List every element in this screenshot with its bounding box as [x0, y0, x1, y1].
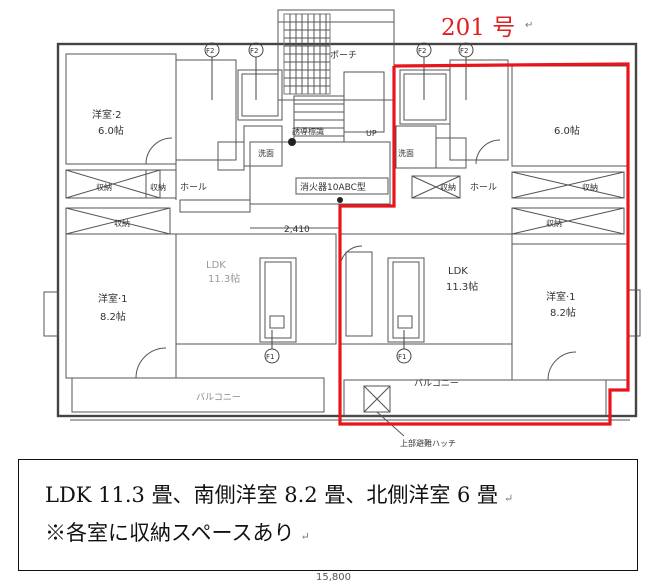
right-hall-label: ホール [470, 182, 497, 193]
dimension-bottom: 15,800 [316, 572, 351, 583]
return-mark: ↵ [300, 530, 310, 543]
right-storage-b: 収納 [582, 182, 598, 192]
left-ldk-size: 11.3帖 [208, 272, 240, 285]
pipe-f1-left: F1 [266, 353, 274, 361]
pipe-f2-d: F2 [460, 47, 468, 55]
left-storage-b: 収納 [150, 182, 166, 192]
caption-line-2: ※各室に収納スペースあり ↵ [45, 516, 637, 554]
dimension-mid: 2,410 [284, 225, 310, 235]
right-south-room-size: 8.2帖 [550, 306, 576, 319]
right-ldk-label: LDK [448, 266, 468, 277]
wash-right-label: 洗面 [398, 148, 414, 158]
pipe-f2-b: F2 [250, 47, 258, 55]
escape-device-label: 誘導標識 [292, 126, 324, 136]
right-south-room-label: 洋室·1 [546, 290, 576, 303]
left-ldk-label: LDK [206, 260, 226, 271]
left-south-room-label: 洋室·1 [98, 292, 128, 305]
caption-text-1: LDK 11.3 畳、南側洋室 8.2 畳、北側洋室 6 畳 [45, 483, 499, 507]
right-storage-c: 収納 [546, 218, 562, 228]
left-south-room-size: 8.2帖 [100, 310, 126, 323]
left-storage-a: 収納 [96, 182, 112, 192]
right-north-room-size: 6.0帖 [554, 124, 580, 137]
left-hall-label: ホール [180, 182, 207, 193]
right-ldk-size: 11.3帖 [446, 280, 478, 293]
left-north-room-size: 6.0帖 [98, 124, 124, 137]
caption-text-2: ※各室に収納スペースあり [45, 521, 295, 545]
unit-201-outline [338, 62, 630, 426]
pipe-f2-c: F2 [418, 47, 426, 55]
hatch-label: 上部避難ハッチ [400, 438, 456, 448]
right-storage-a: 収納 [440, 182, 456, 192]
unit-number-label: 201 号 [441, 15, 516, 41]
pipe-f2-a: F2 [206, 47, 214, 55]
left-storage-c: 収納 [114, 218, 130, 228]
left-north-room-label: 洋室·2 [92, 108, 122, 121]
escape-device-icon [288, 138, 296, 146]
extinguisher-label: 消火器10ABC型 [300, 181, 366, 193]
up-mark: UP [366, 129, 377, 138]
extinguisher-icon [337, 197, 343, 203]
caption-line-1: LDK 11.3 畳、南側洋室 8.2 畳、北側洋室 6 畳 ↵ [45, 478, 637, 516]
return-mark: ↵ [525, 20, 534, 31]
pipe-f1-right: F1 [398, 353, 406, 361]
right-balcony-label: バルコニー [414, 378, 459, 389]
interior-walls [43, 9, 641, 437]
wash-left-label: 洗面 [258, 148, 274, 158]
caption-box: LDK 11.3 畳、南側洋室 8.2 畳、北側洋室 6 畳 ↵ ※各室に収納スペ… [18, 459, 638, 571]
return-mark: ↵ [504, 492, 514, 505]
left-balcony-label: バルコニー [196, 392, 241, 403]
porch-label: ポーチ [330, 50, 357, 61]
